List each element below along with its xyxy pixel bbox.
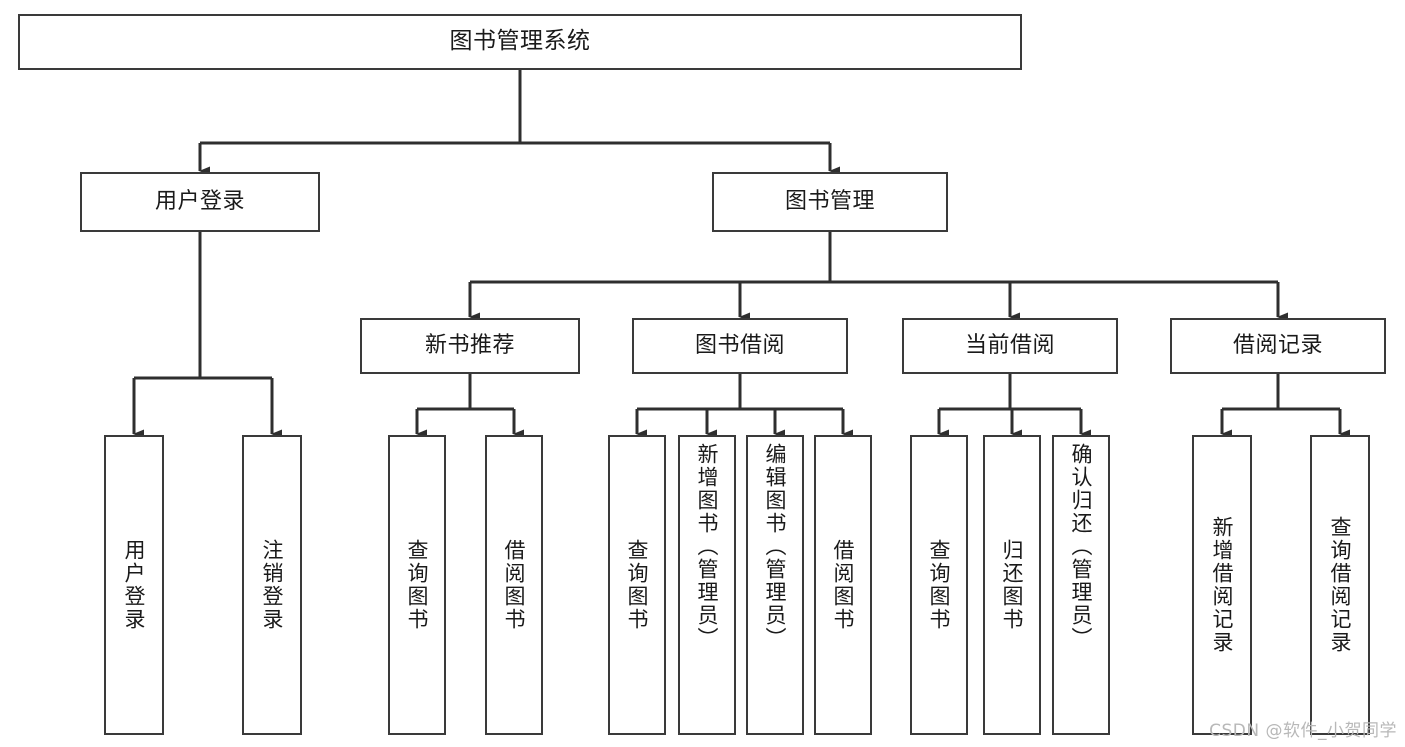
node-root[interactable]: 图书管理系统: [18, 14, 1022, 70]
node-book-borrow-label: 图书借阅: [694, 333, 785, 359]
node-leaf-query-record-label: 查询借阅记录: [1328, 516, 1353, 654]
node-borrow-record[interactable]: 借阅记录: [1170, 318, 1386, 374]
node-leaf-query-book-2[interactable]: 查询图书: [608, 435, 666, 735]
node-leaf-edit-book-label: 编辑图书（管理员）: [763, 443, 788, 650]
node-book-borrow[interactable]: 图书借阅: [632, 318, 848, 374]
node-current-borrow[interactable]: 当前借阅: [902, 318, 1118, 374]
node-leaf-return-book-label: 归还图书: [1000, 539, 1025, 631]
node-leaf-query-book-3-label: 查询图书: [927, 539, 952, 631]
node-leaf-add-book[interactable]: 新增图书（管理员）: [678, 435, 736, 735]
node-leaf-logout-label: 注销登录: [260, 539, 285, 631]
node-leaf-edit-book[interactable]: 编辑图书（管理员）: [746, 435, 804, 735]
node-leaf-query-book-3[interactable]: 查询图书: [910, 435, 968, 735]
node-leaf-user-login-label: 用户登录: [122, 539, 147, 631]
node-user-login[interactable]: 用户登录: [80, 172, 320, 232]
node-root-label: 图书管理系统: [449, 28, 591, 55]
node-leaf-add-record-label: 新增借阅记录: [1210, 516, 1235, 654]
node-leaf-confirm-return[interactable]: 确认归还（管理员）: [1052, 435, 1110, 735]
watermark: CSDN @软件_小贺同学: [1209, 721, 1397, 741]
node-leaf-borrow-book-2-label: 借阅图书: [831, 539, 856, 631]
node-leaf-query-book-2-label: 查询图书: [625, 539, 650, 631]
node-leaf-user-login[interactable]: 用户登录: [104, 435, 164, 735]
node-leaf-borrow-book-1-label: 借阅图书: [502, 539, 527, 631]
node-user-login-label: 用户登录: [154, 189, 245, 215]
node-new-book-recommend-label: 新书推荐: [424, 333, 515, 359]
node-leaf-return-book[interactable]: 归还图书: [983, 435, 1041, 735]
node-leaf-add-book-label: 新增图书（管理员）: [695, 443, 720, 650]
node-leaf-add-record[interactable]: 新增借阅记录: [1192, 435, 1252, 735]
node-borrow-record-label: 借阅记录: [1232, 333, 1323, 359]
node-book-manage-label: 图书管理: [784, 189, 875, 215]
node-leaf-borrow-book-1[interactable]: 借阅图书: [485, 435, 543, 735]
node-leaf-confirm-return-label: 确认归还（管理员）: [1069, 443, 1094, 650]
node-current-borrow-label: 当前借阅: [964, 333, 1055, 359]
node-leaf-query-record[interactable]: 查询借阅记录: [1310, 435, 1370, 735]
node-new-book-recommend[interactable]: 新书推荐: [360, 318, 580, 374]
node-leaf-borrow-book-2[interactable]: 借阅图书: [814, 435, 872, 735]
node-book-manage[interactable]: 图书管理: [712, 172, 948, 232]
node-leaf-query-book-1[interactable]: 查询图书: [388, 435, 446, 735]
node-leaf-query-book-1-label: 查询图书: [405, 539, 430, 631]
node-leaf-logout[interactable]: 注销登录: [242, 435, 302, 735]
